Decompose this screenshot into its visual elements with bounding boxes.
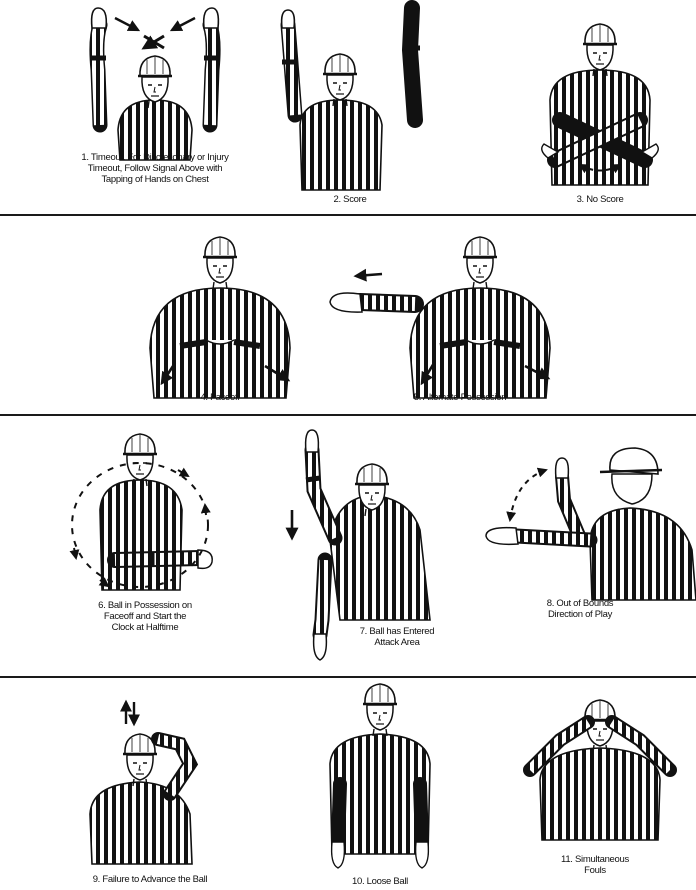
signal-11-figure	[510, 690, 696, 850]
signal-3-figure	[530, 0, 696, 190]
signal-4-panel: 4. Faceoff	[140, 218, 320, 418]
signal-6-panel: 6. Ball in Possession on Faceoff and Sta…	[60, 430, 240, 650]
signal-7-panel: 7. Ball has Entered Attack Area	[280, 420, 480, 670]
signal-8-figure	[480, 440, 696, 600]
signal-5-panel: 5. Alternate Possession	[320, 218, 560, 418]
signal-2-panel: 2. Score	[270, 0, 470, 212]
signal-3-panel: 3. No Score	[530, 0, 696, 212]
signal-4-figure	[140, 218, 320, 398]
signal-11-panel: 11. Simultaneous Fouls	[510, 690, 696, 890]
signal-2-figure	[270, 0, 470, 190]
signal-9-figure	[40, 684, 260, 864]
signal-4-caption: 4. Faceoff	[160, 392, 280, 403]
signal-5-figure	[320, 218, 560, 398]
signal-5-caption: 5. Alternate Possession	[375, 392, 545, 403]
signal-6-caption: 6. Ball in Possession on Faceoff and Sta…	[70, 600, 220, 633]
row-divider-3	[0, 676, 696, 678]
signal-11-caption: 11. Simultaneous Fouls	[520, 854, 670, 876]
signal-10-figure	[310, 684, 470, 874]
signal-6-figure	[60, 430, 240, 600]
signal-2-caption: 2. Score	[300, 194, 400, 205]
signal-9-caption: 9. Failure to Advance the Ball	[40, 874, 260, 885]
signal-10-panel: 10. Loose Ball	[310, 684, 470, 890]
signal-9-panel: 9. Failure to Advance the Ball	[40, 684, 260, 890]
signal-8-caption: 8. Out of Bounds Direction of Play	[520, 598, 640, 620]
row-divider-2	[0, 414, 696, 416]
signal-1-panel: 1. Timeout. For Discretionary or Injury …	[40, 0, 290, 212]
signal-1-caption: 1. Timeout. For Discretionary or Injury …	[40, 152, 270, 185]
signal-7-caption: 7. Ball has Entered Attack Area	[342, 626, 452, 648]
signal-10-caption: 10. Loose Ball	[330, 876, 430, 887]
signal-8-panel: 8. Out of Bounds Direction of Play	[480, 440, 696, 640]
signal-3-caption: 3. No Score	[540, 194, 660, 205]
signal-1-figure	[40, 0, 290, 160]
row-divider-1	[0, 214, 696, 216]
